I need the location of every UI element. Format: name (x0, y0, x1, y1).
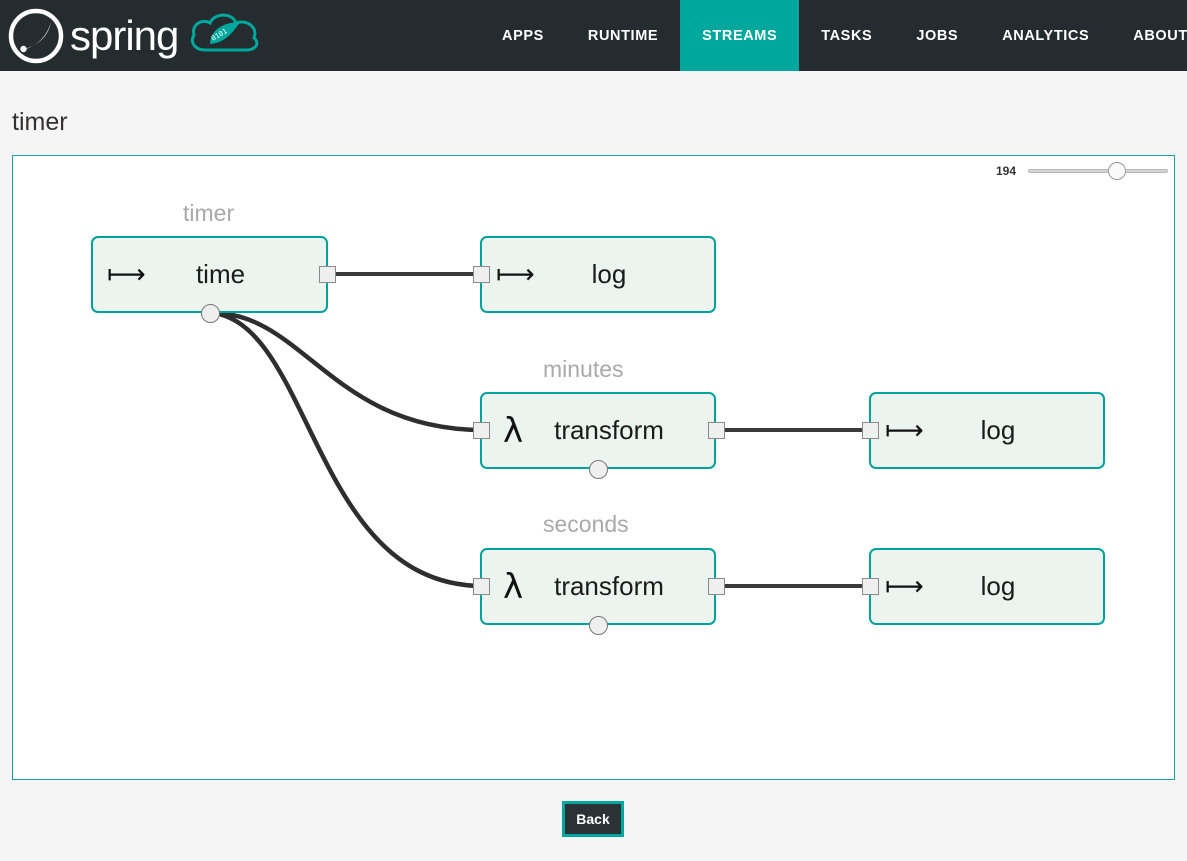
port-input-transform-seconds[interactable] (473, 578, 490, 595)
node-log-bottom[interactable]: ⟼ log (869, 548, 1105, 625)
tap-port-transform-seconds[interactable] (589, 616, 608, 635)
port-input-log-top[interactable] (473, 266, 490, 283)
lambda-icon: λ (502, 566, 524, 607)
node-time[interactable]: ⟼ time (91, 236, 328, 313)
zoom-control: 194 (996, 162, 1168, 180)
nav-item-tasks[interactable]: TASKS (821, 27, 873, 44)
nav-item-analytics[interactable]: ANALYTICS (1002, 27, 1090, 44)
brand-logo[interactable]: spring 0101 (8, 6, 266, 65)
port-input-transform-minutes[interactable] (473, 422, 490, 439)
group-label-timer: timer (183, 200, 235, 226)
node-log-top[interactable]: ⟼ log (480, 236, 716, 313)
nav-item-runtime[interactable]: RUNTIME (587, 27, 659, 44)
spring-leaf-icon (8, 8, 64, 64)
tap-port-transform-minutes[interactable] (589, 460, 608, 479)
graph-links (212, 272, 873, 589)
tap-port-time[interactable] (201, 304, 220, 323)
group-label-minutes: minutes (543, 356, 624, 382)
nav-item-apps[interactable]: APPS (502, 27, 544, 44)
stream-graph-canvas[interactable]: 194 timer minutes seconds ⟼ time ⟼ log λ… (12, 155, 1175, 780)
node-transform-minutes-label: transform (554, 415, 664, 445)
sink-icon: ⟼ (885, 415, 924, 446)
top-navbar: spring 0101 APPS RUNTIME STREAMS TASKS J… (0, 0, 1187, 71)
sink-icon: ⟼ (885, 571, 924, 602)
port-output-time[interactable] (319, 266, 336, 283)
node-log-bottom-label: log (980, 571, 1016, 601)
spring-cloud-dataflow-icon: 0101 (186, 6, 266, 65)
group-label-seconds: seconds (543, 511, 629, 537)
node-time-label: time (195, 259, 246, 289)
lambda-icon: λ (502, 410, 524, 451)
node-transform-seconds-label: transform (554, 571, 664, 601)
zoom-slider[interactable] (1028, 162, 1168, 180)
brand-wordmark: spring (70, 11, 179, 59)
node-log-middle-label: log (980, 415, 1016, 445)
port-output-transform-seconds[interactable] (708, 578, 725, 595)
node-transform-minutes[interactable]: λ transform (480, 392, 716, 469)
port-output-transform-minutes[interactable] (708, 422, 725, 439)
back-button[interactable]: Back (562, 801, 624, 837)
node-transform-seconds[interactable]: λ transform (480, 548, 716, 625)
nav-items: APPS RUNTIME STREAMS TASKS JOBS ANALYTIC… (480, 0, 1187, 71)
port-input-log-middle[interactable] (862, 422, 879, 439)
zoom-slider-track[interactable] (1028, 169, 1168, 173)
sink-icon: ⟼ (496, 259, 535, 290)
node-log-top-label: log (591, 259, 627, 289)
source-icon: ⟼ (107, 259, 146, 290)
node-log-middle[interactable]: ⟼ log (869, 392, 1105, 469)
nav-item-streams[interactable]: STREAMS (680, 0, 800, 71)
port-input-log-bottom[interactable] (862, 578, 879, 595)
zoom-value-label: 194 (995, 164, 1016, 178)
nav-item-jobs[interactable]: JOBS (916, 27, 959, 44)
nav-item-about[interactable]: ABOUT (1133, 27, 1187, 44)
page-title: timer (12, 108, 68, 136)
zoom-slider-thumb[interactable] (1108, 162, 1126, 180)
